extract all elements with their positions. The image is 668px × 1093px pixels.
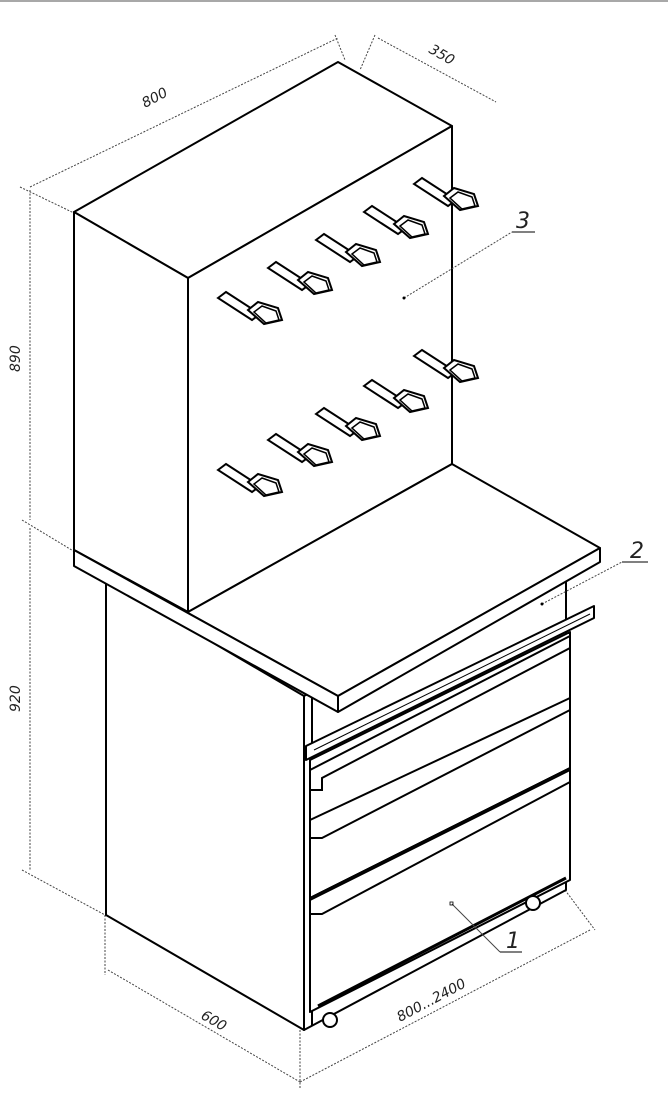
dim-height-base: 920 <box>8 685 24 712</box>
callout-1-label: 1 <box>506 929 520 954</box>
drawer-3[interactable] <box>309 767 571 1013</box>
top-border <box>0 0 668 2</box>
drawer-2[interactable] <box>309 697 571 899</box>
dim-depth-base: 600 <box>198 1008 229 1035</box>
callout-3-label: 3 <box>516 209 530 234</box>
dim-length-base: 800...2400 <box>394 976 468 1026</box>
caster-wheel-icon <box>322 1012 338 1028</box>
dim-depth-top: 350 <box>426 42 457 69</box>
dim-width-top: 800 <box>139 85 170 112</box>
callout-2: 2 <box>540 539 648 606</box>
callout-1: 1 <box>449 901 522 954</box>
caster-wheel-icon <box>525 895 541 911</box>
drawer-handles <box>309 634 571 791</box>
dim-height-top: 890 <box>8 345 24 372</box>
casters <box>322 895 541 1028</box>
dimension-lines <box>19 34 596 1088</box>
callout-3: 3 <box>402 209 535 300</box>
worktop <box>73 463 601 713</box>
callout-2-label: 2 <box>630 539 644 564</box>
